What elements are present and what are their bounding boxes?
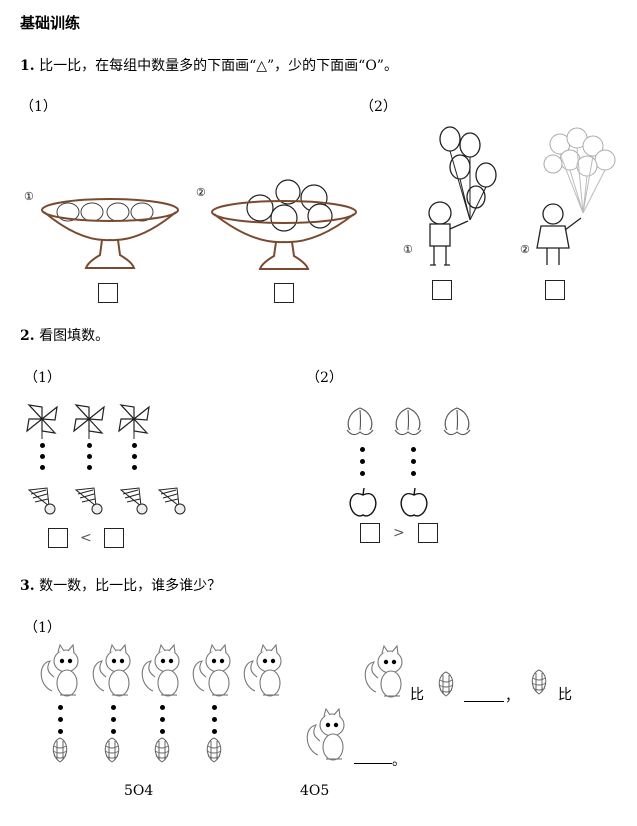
compare-expression: 5O4 — [124, 783, 154, 799]
connector-dot — [40, 465, 45, 470]
question-text: 比一比，在每组中数量多的下面画“△”，少的下面画“O”。 — [39, 58, 398, 74]
connector-dot — [360, 459, 365, 464]
question-number: 2. — [20, 328, 35, 344]
connector-dot — [411, 459, 416, 464]
circled-label: ② — [520, 243, 530, 256]
compare-expression: 4O5 — [300, 783, 330, 799]
period-text: 。 — [392, 753, 406, 769]
pinecone-icon — [154, 737, 170, 763]
connector-dot — [87, 443, 92, 448]
part-label: （1） — [20, 99, 57, 115]
connector-dot — [87, 454, 92, 459]
answer-blank[interactable] — [354, 762, 392, 764]
question-text: 看图填数。 — [39, 328, 110, 344]
connector-dot — [411, 471, 416, 476]
pinecone-icon — [104, 737, 120, 763]
connector-dot — [111, 729, 116, 734]
answer-box[interactable] — [360, 523, 380, 543]
pinecone-icon — [531, 669, 547, 695]
part-label: （1） — [24, 370, 61, 386]
apple-icon — [400, 487, 428, 517]
squirrel-icon — [141, 643, 180, 697]
connector-dot — [40, 443, 45, 448]
squirrel-icon — [92, 643, 131, 697]
peach-icon — [443, 407, 471, 436]
connector-dot — [212, 705, 217, 710]
answer-box[interactable] — [418, 523, 438, 543]
connector-dot — [132, 465, 137, 470]
shuttlecock-icon — [27, 487, 56, 515]
pinecone-icon — [206, 737, 222, 763]
answer-blank[interactable] — [464, 700, 504, 702]
squirrel-icon — [192, 643, 231, 697]
connector-dot — [111, 717, 116, 722]
connector-dot — [411, 447, 416, 452]
connector-dot — [58, 705, 63, 710]
answer-box[interactable] — [48, 528, 68, 548]
bi-text: 比 — [410, 687, 424, 703]
circled-label: ② — [196, 186, 206, 199]
circled-label: ① — [24, 190, 34, 203]
bi-text: 比 — [558, 687, 572, 703]
question-2: 2. 看图填数。 — [20, 325, 109, 345]
question-number: 3. — [20, 578, 35, 594]
connector-dot — [58, 717, 63, 722]
fruit-bowl-icon — [211, 179, 357, 270]
connector-dot — [360, 471, 365, 476]
pinwheel-icon — [26, 404, 58, 439]
answer-box[interactable] — [104, 528, 124, 548]
part-label: （2） — [360, 99, 397, 115]
connector-dot — [111, 705, 116, 710]
connector-dot — [132, 443, 137, 448]
peach-icon — [346, 407, 374, 436]
answer-box[interactable] — [274, 283, 294, 303]
answer-box[interactable] — [545, 280, 565, 300]
comma-text: ， — [505, 689, 519, 705]
question-3: 3. 数一数，比一比，谁多谁少？ — [20, 575, 221, 595]
shuttlecock-icon — [119, 487, 148, 515]
connector-dot — [160, 705, 165, 710]
question-number: 1. — [20, 58, 35, 74]
connector-dot — [360, 447, 365, 452]
boy-with-balloons-icon — [428, 126, 497, 266]
connector-dot — [212, 729, 217, 734]
part-label: （1） — [24, 620, 61, 636]
question-1: 1. 比一比，在每组中数量多的下面画“△”，少的下面画“O”。 — [20, 55, 398, 75]
answer-box[interactable] — [432, 280, 452, 300]
connector-dot — [212, 717, 217, 722]
circled-label: ① — [403, 243, 413, 256]
connector-dot — [87, 465, 92, 470]
pinecone-icon — [52, 737, 68, 763]
girl-with-balloons-icon — [536, 127, 616, 265]
squirrel-icon — [364, 644, 403, 698]
connector-dot — [160, 729, 165, 734]
connector-dot — [40, 454, 45, 459]
pinecone-icon — [438, 671, 454, 697]
question-text: 数一数，比一比，谁多谁少？ — [39, 578, 222, 594]
connector-dot — [132, 454, 137, 459]
pinwheel-icon — [118, 404, 150, 439]
pinwheel-icon — [73, 404, 105, 439]
fruit-bowl-icon — [41, 198, 179, 269]
connector-dot — [160, 717, 165, 722]
apple-icon — [349, 487, 377, 517]
peach-icon — [394, 407, 422, 436]
shuttlecock-icon — [74, 487, 103, 515]
squirrel-icon — [243, 643, 282, 697]
squirrel-icon — [306, 707, 345, 761]
section-title: 基础训练 — [20, 14, 81, 32]
greater-than-sign: > — [393, 525, 405, 541]
answer-box[interactable] — [98, 283, 118, 303]
less-than-sign: < — [80, 530, 92, 546]
shuttlecock-icon — [157, 487, 186, 515]
part-label: （2） — [306, 370, 343, 386]
connector-dot — [58, 729, 63, 734]
squirrel-icon — [40, 643, 79, 697]
